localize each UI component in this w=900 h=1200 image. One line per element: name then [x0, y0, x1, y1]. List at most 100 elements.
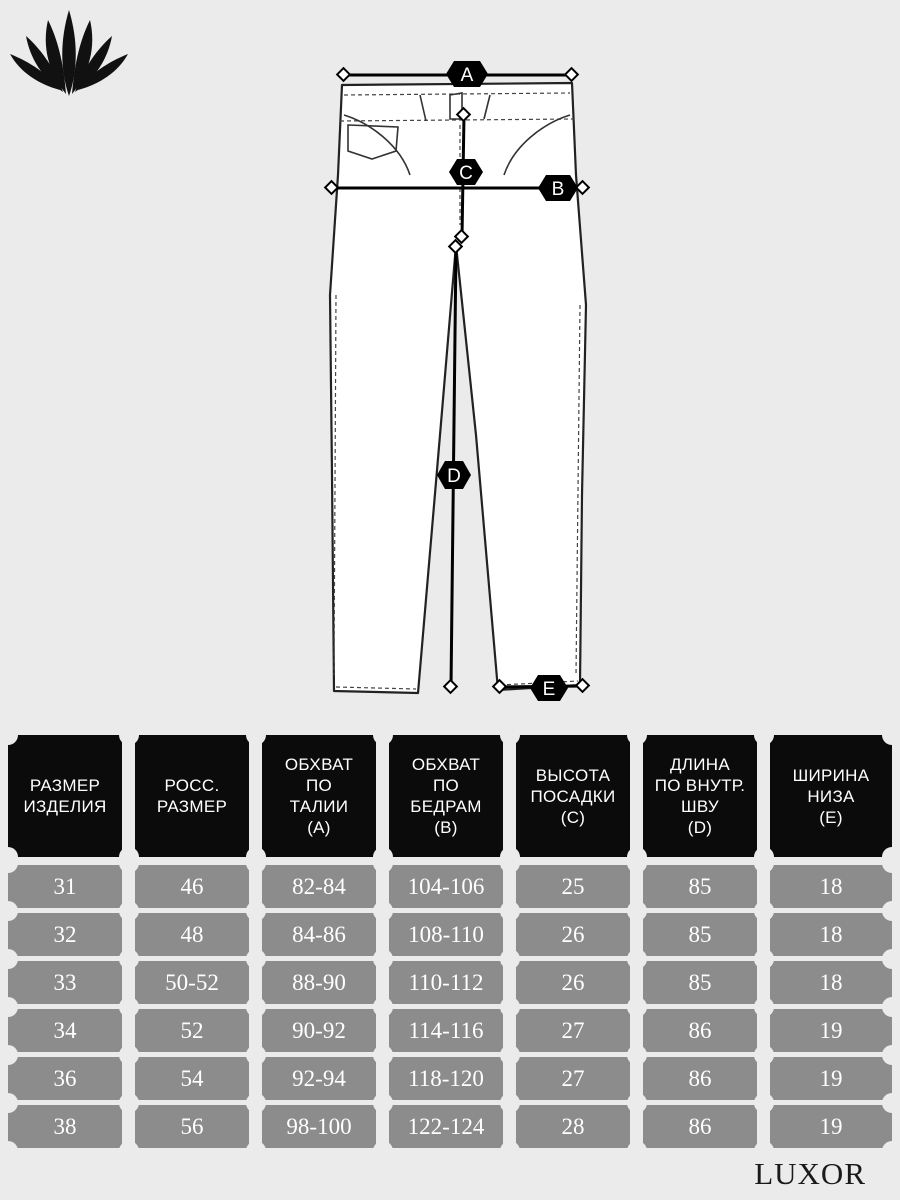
decorative-notch: [245, 948, 266, 969]
table-cell: 90-92: [262, 1009, 376, 1052]
table-cell: 54: [135, 1057, 249, 1100]
label-b: B: [552, 179, 565, 200]
size-table: РАЗМЕР ИЗДЕЛИЯ РОСС. РАЗМЕР ОБХВАТ ПО ТА…: [0, 725, 900, 1167]
brand-logo-icon: [10, 10, 128, 96]
decorative-notch: [372, 1092, 393, 1113]
decorative-notch: [753, 852, 774, 873]
decorative-notch: [753, 948, 774, 969]
table-cell: 28: [516, 1105, 630, 1148]
decorative-notch: [882, 1140, 900, 1161]
table-cell: 18: [770, 865, 892, 908]
decorative-notch: [118, 725, 139, 745]
decorative-notch: [0, 996, 18, 1017]
table-cell: 19: [770, 1009, 892, 1052]
decorative-notch: [118, 1092, 139, 1113]
decorative-notch: [118, 1044, 139, 1065]
decorative-notch: [372, 852, 393, 873]
table-cell: 18: [770, 961, 892, 1004]
decorative-notch: [499, 996, 520, 1017]
decorative-notch: [882, 725, 900, 745]
jeans-measurement-diagram: A B C D E: [323, 61, 591, 701]
decorative-notch: [0, 900, 18, 921]
decorative-notch: [499, 1044, 520, 1065]
decorative-notch: [0, 1044, 18, 1065]
decorative-notch: [499, 1092, 520, 1113]
decorative-notch: [245, 900, 266, 921]
table-cell: 104-106: [389, 865, 503, 908]
decorative-notch: [626, 725, 647, 745]
decorative-notch: [499, 900, 520, 921]
table-cell: 118-120: [389, 1057, 503, 1100]
table-cell: 18: [770, 913, 892, 956]
table-cell: 86: [643, 1105, 757, 1148]
table-cell: 52: [135, 1009, 249, 1052]
decorative-notch: [882, 948, 900, 969]
header-rise: ВЫСОТА ПОСАДКИ (C): [516, 735, 630, 857]
decorative-notch: [118, 996, 139, 1017]
table-cell: 110-112: [389, 961, 503, 1004]
decorative-notch: [245, 1140, 266, 1161]
decorative-notch: [245, 1044, 266, 1065]
decorative-notch: [0, 725, 18, 745]
decorative-notch: [753, 725, 774, 745]
decorative-notch: [0, 852, 18, 873]
decorative-notch: [882, 852, 900, 873]
decorative-notch: [372, 948, 393, 969]
label-c: C: [459, 163, 473, 184]
decorative-notch: [753, 996, 774, 1017]
decorative-notch: [882, 996, 900, 1017]
table-cell: 82-84: [262, 865, 376, 908]
table-cell: 114-116: [389, 1009, 503, 1052]
decorative-notch: [626, 1044, 647, 1065]
decorative-notch: [882, 900, 900, 921]
table-cell: 50-52: [135, 961, 249, 1004]
decorative-notch: [0, 1140, 18, 1161]
table-cell: 25: [516, 865, 630, 908]
header-hem: ШИРИНА НИЗА (E): [770, 735, 892, 857]
jeans-outline: [328, 81, 588, 695]
decorative-notch: [118, 900, 139, 921]
decorative-notch: [753, 1140, 774, 1161]
decorative-notch: [626, 1092, 647, 1113]
table-cell: 36: [8, 1057, 122, 1100]
decorative-notch: [499, 948, 520, 969]
table-cell: 38: [8, 1105, 122, 1148]
decorative-notch: [118, 948, 139, 969]
table-cell: 85: [643, 865, 757, 908]
decorative-notch: [0, 948, 18, 969]
decorative-notch: [372, 996, 393, 1017]
decorative-notch: [499, 1140, 520, 1161]
table-cell: 84-86: [262, 913, 376, 956]
table-cell: 122-124: [389, 1105, 503, 1148]
decorative-notch: [245, 725, 266, 745]
decorative-notch: [372, 1140, 393, 1161]
label-d: D: [447, 466, 461, 487]
table-cell: 92-94: [262, 1057, 376, 1100]
table-cell: 19: [770, 1057, 892, 1100]
decorative-notch: [245, 1092, 266, 1113]
table-cell: 48: [135, 913, 249, 956]
table-cell: 88-90: [262, 961, 376, 1004]
decorative-notch: [882, 1044, 900, 1065]
decorative-notch: [118, 1140, 139, 1161]
header-ru-size: РОСС. РАЗМЕР: [135, 735, 249, 857]
header-size: РАЗМЕР ИЗДЕЛИЯ: [8, 735, 122, 857]
table-cell: 27: [516, 1009, 630, 1052]
decorative-notch: [626, 1140, 647, 1161]
decorative-notch: [626, 996, 647, 1017]
table-cell: 33: [8, 961, 122, 1004]
header-waist: ОБХВАТ ПО ТАЛИИ (A): [262, 735, 376, 857]
table-cell: 98-100: [262, 1105, 376, 1148]
decorative-notch: [372, 725, 393, 745]
table-cell: 26: [516, 913, 630, 956]
decorative-notch: [372, 900, 393, 921]
header-inseam: ДЛИНА ПО ВНУТР. ШВУ (D): [643, 735, 757, 857]
table-cell: 46: [135, 865, 249, 908]
table-cell: 34: [8, 1009, 122, 1052]
table-cell: 26: [516, 961, 630, 1004]
decorative-notch: [882, 1092, 900, 1113]
table-cell: 86: [643, 1057, 757, 1100]
table-cell: 27: [516, 1057, 630, 1100]
decorative-notch: [499, 725, 520, 745]
decorative-notch: [626, 900, 647, 921]
